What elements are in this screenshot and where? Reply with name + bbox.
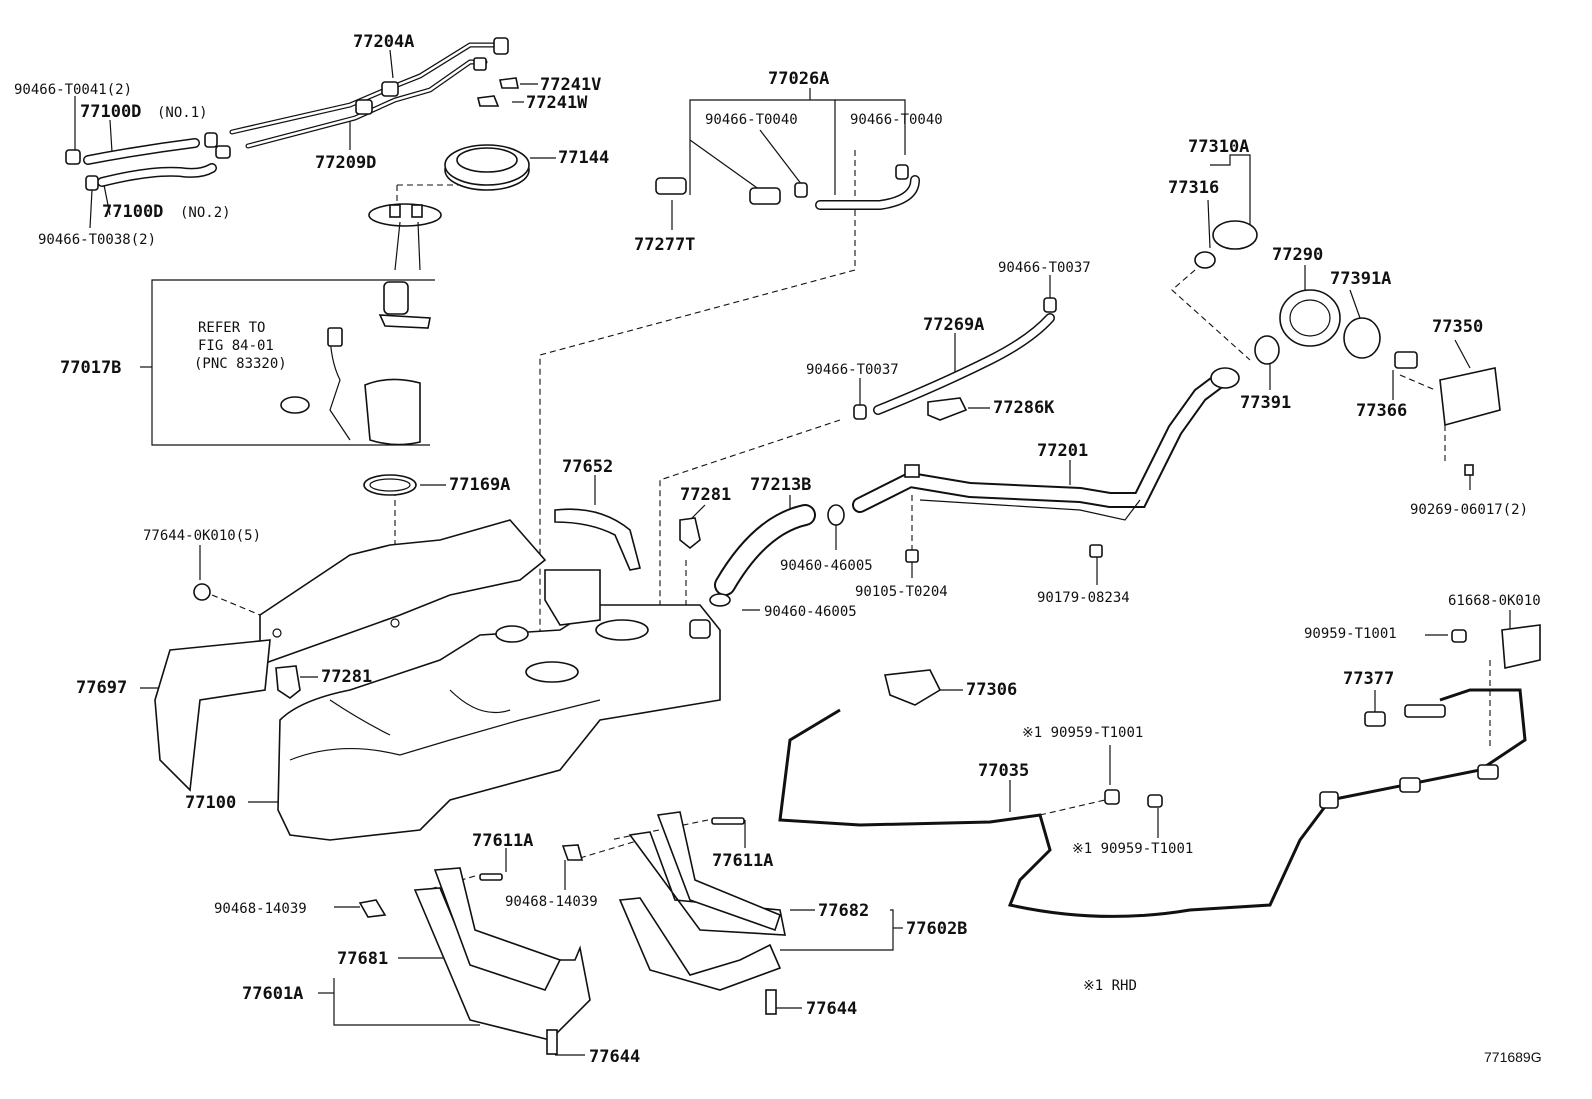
tube-clamp-lower — [275, 665, 301, 699]
refer-line-2: FIG 84-01 — [198, 338, 274, 354]
label-90468-14039-left: 90468-14039 — [214, 901, 307, 917]
label-77100D-no2-suffix: (NO.2) — [180, 205, 231, 221]
filler-housing — [1254, 289, 1381, 365]
canister-hoses — [655, 164, 920, 210]
label-77100D-no2: 77100D — [102, 202, 163, 222]
label-77681: 77681 — [337, 949, 388, 969]
fuel-lid — [1394, 351, 1501, 476]
label-77241W: 77241W — [526, 93, 588, 113]
label-77281-lower: 77281 — [321, 667, 372, 687]
label-77391: 77391 — [1240, 393, 1291, 413]
nut-77644 — [193, 583, 211, 601]
label-77169A: 77169A — [449, 475, 510, 495]
label-77286K: 77286K — [993, 398, 1055, 418]
lock-cable — [778, 624, 1541, 918]
label-77697: 77697 — [76, 678, 127, 698]
label-90460-46005-upper: 90460-46005 — [780, 558, 873, 574]
label-77213B: 77213B — [750, 475, 811, 495]
label-77644-0K010: 77644-0K010(5) — [143, 528, 261, 544]
label-77269A: 77269A — [923, 315, 984, 335]
fuel-pump-assembly — [280, 203, 442, 446]
label-90468-14039-right: 90468-14039 — [505, 894, 598, 910]
fuel-cap — [1194, 220, 1258, 269]
pump-retainer-ring — [444, 144, 530, 191]
label-90466-T0038: 90466-T0038(2) — [38, 232, 156, 248]
label-77201: 77201 — [1037, 441, 1088, 461]
label-77391A: 77391A — [1330, 269, 1391, 289]
label-90959-T1001-right: 90959-T1001 — [1304, 626, 1397, 642]
label-90269-06017: 90269-06017(2) — [1410, 502, 1528, 518]
label-77644-left: 77644 — [589, 1047, 640, 1067]
label-77144: 77144 — [558, 148, 609, 168]
label-90179-08234: 90179-08234 — [1037, 590, 1130, 606]
label-77350: 77350 — [1432, 317, 1483, 337]
rhd-note: ※1 RHD — [1083, 978, 1137, 994]
label-90460-46005-lower: 90460-46005 — [764, 604, 857, 620]
label-77366: 77366 — [1356, 401, 1407, 421]
label-90466-T0041: 90466-T0041(2) — [14, 82, 132, 98]
filler-pipe — [852, 367, 1240, 563]
vapor-hoses-assembly — [65, 37, 519, 191]
tank-protector — [154, 519, 601, 792]
label-77377: 77377 — [1343, 669, 1394, 689]
part-labels: 77204A 90466-T0041(2) 77100D (NO.1) 7720… — [14, 32, 1542, 1067]
label-90959-T1001-mid: ※1 90959-T1001 — [1022, 725, 1143, 741]
label-77281-upper: 77281 — [680, 485, 731, 505]
label-77241V: 77241V — [540, 75, 601, 95]
label-77204A: 77204A — [353, 32, 414, 52]
label-77017B: 77017B — [60, 358, 121, 378]
label-77682: 77682 — [818, 901, 869, 921]
label-77100D-no1-suffix: (NO.1) — [157, 105, 208, 121]
label-90105-T0204: 90105-T0204 — [855, 584, 948, 600]
label-77602B: 77602B — [906, 919, 967, 939]
label-90466-T0040-b: 90466-T0040 — [850, 112, 943, 128]
fuel-tube-shield — [554, 508, 641, 571]
label-77611A-right: 77611A — [712, 851, 773, 871]
label-77611A-left: 77611A — [472, 831, 533, 851]
refer-line-3: (PNC 83320) — [194, 356, 287, 372]
label-90466-T0040-a: 90466-T0040 — [705, 112, 798, 128]
label-77652: 77652 — [562, 457, 613, 477]
filler-hose — [709, 504, 845, 607]
label-77316: 77316 — [1168, 178, 1219, 198]
label-77601A: 77601A — [242, 984, 303, 1004]
tube-clamp-upper — [679, 517, 701, 550]
fuel-tank — [277, 604, 721, 841]
label-77290: 77290 — [1272, 245, 1323, 265]
breather-hose — [853, 297, 1057, 421]
label-77306: 77306 — [966, 680, 1017, 700]
label-90466-T0037-a: 90466-T0037 — [998, 260, 1091, 276]
label-77100: 77100 — [185, 793, 236, 813]
label-90466-T0037-b: 90466-T0037 — [806, 362, 899, 378]
label-77644-right: 77644 — [806, 999, 857, 1019]
refer-line-1: REFER TO — [198, 320, 265, 336]
gasket-ring — [363, 474, 417, 496]
label-77277T: 77277T — [634, 235, 695, 255]
label-77026A: 77026A — [768, 69, 829, 89]
label-61668-0K010: 61668-0K010 — [1448, 593, 1541, 609]
label-77209D: 77209D — [315, 153, 376, 173]
label-77035: 77035 — [978, 761, 1029, 781]
label-90959-T1001-lower: ※1 90959-T1001 — [1072, 841, 1193, 857]
lock-bracket — [884, 669, 942, 706]
label-77100D-no1: 77100D — [80, 102, 141, 122]
tank-straps — [358, 811, 786, 1055]
label-77310A: 77310A — [1188, 137, 1249, 157]
diagram-code: 771689G — [1484, 1049, 1542, 1065]
